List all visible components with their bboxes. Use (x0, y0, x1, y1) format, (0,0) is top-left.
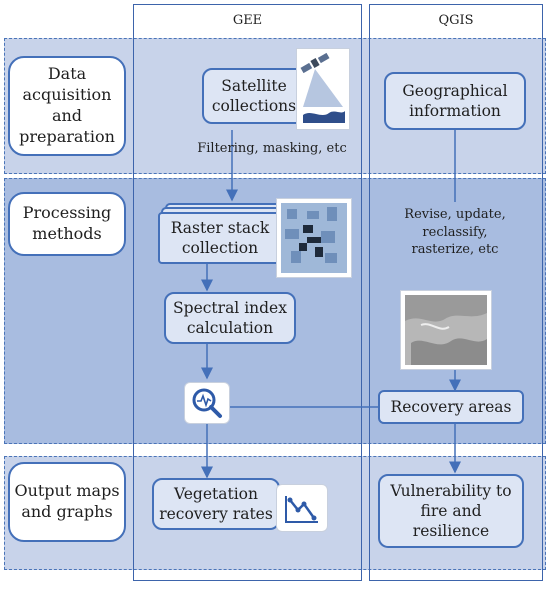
stage-data-acquisition: Data acquisition and preparation (8, 56, 126, 156)
node-geographical-information: Geographical information (384, 72, 526, 130)
column-title-gee: GEE (232, 13, 263, 28)
analysis-magnifier-icon (184, 382, 230, 424)
node-recovery-areas: Recovery areas (378, 390, 524, 424)
stage-label-processing: Processing methods (22, 203, 112, 243)
node-label-geo: Geographical information (402, 81, 508, 120)
node-label-raster: Raster stack collection (170, 218, 270, 257)
node-label-recovery: Recovery areas (390, 397, 512, 416)
node-raster-stack: Raster stack collection (158, 212, 282, 264)
column-gee: GEE (133, 4, 362, 581)
label-revise: Revise, update, reclassify, rasterize, e… (404, 207, 506, 258)
node-label-vulnerability: Vulnerability to fire and resilience (390, 481, 512, 541)
node-vulnerability: Vulnerability to fire and resilience (378, 474, 524, 548)
map-image (400, 290, 492, 370)
column-title-qgis: QGIS (438, 13, 474, 28)
node-vegetation-recovery: Vegetation recovery rates (152, 478, 280, 530)
node-spectral-index: Spectral index calculation (164, 292, 296, 344)
trend-chart-icon (276, 484, 328, 532)
stage-label-output: Output maps and graphs (14, 481, 120, 521)
node-label-satellite: Satellite collections (211, 76, 297, 115)
label-filtering: Filtering, masking, etc (197, 141, 347, 156)
stage-label-acquisition: Data acquisition and preparation (19, 64, 115, 146)
satellite-icon (296, 48, 350, 130)
stage-output: Output maps and graphs (8, 462, 126, 542)
node-satellite-collections: Satellite collections (202, 68, 306, 124)
node-label-spectral: Spectral index calculation (173, 298, 287, 337)
stage-processing: Processing methods (8, 192, 126, 256)
raster-grid-image (276, 198, 352, 278)
node-label-vegetation: Vegetation recovery rates (159, 484, 273, 523)
column-qgis: QGIS (369, 4, 543, 581)
